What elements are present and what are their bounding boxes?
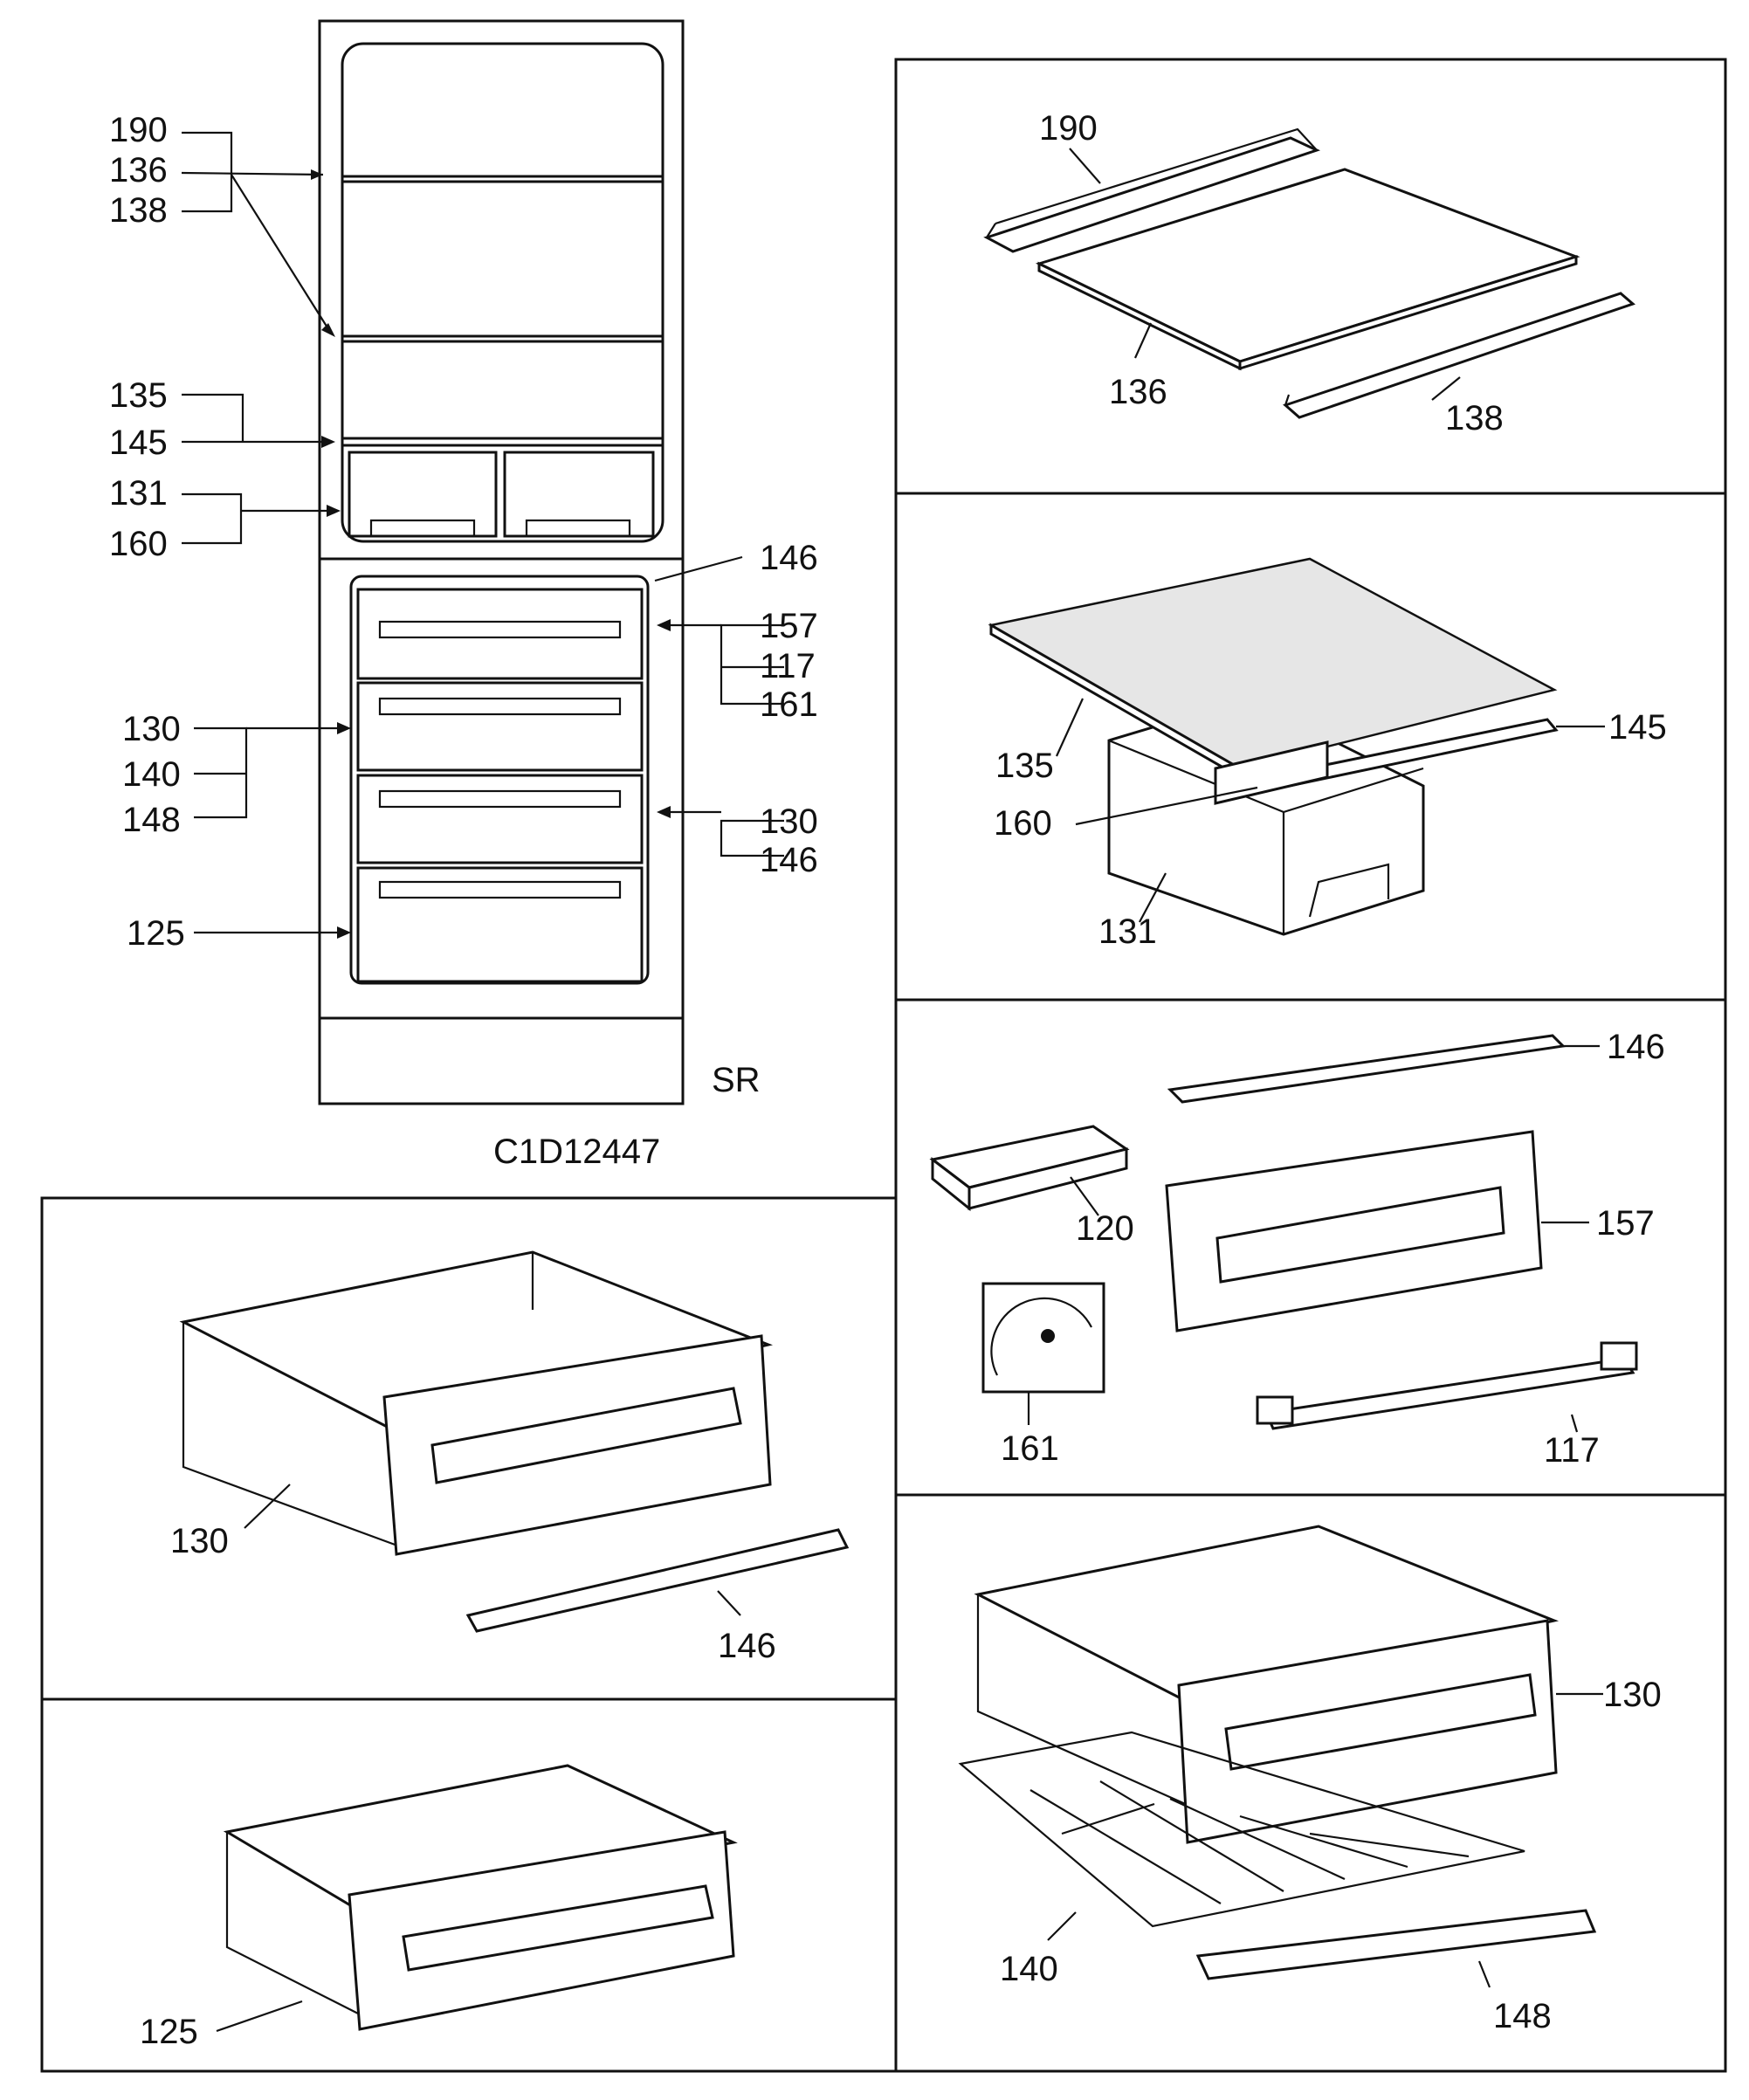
label-131: 131 bbox=[1098, 912, 1157, 951]
label-148: 148 bbox=[1493, 1997, 1552, 2035]
label-117: 117 bbox=[1544, 1431, 1600, 1470]
panel-drawer-125: 125 bbox=[140, 1764, 738, 2051]
label-140: 140 bbox=[122, 755, 181, 794]
label-135: 135 bbox=[109, 376, 168, 415]
label-161: 161 bbox=[760, 685, 818, 724]
mark-sr: SR bbox=[712, 1061, 761, 1099]
label-130: 130 bbox=[170, 1522, 229, 1560]
panel-drawer-grid: 130 140 148 bbox=[958, 1525, 1662, 2035]
label-161: 161 bbox=[1001, 1429, 1059, 1468]
label-160: 160 bbox=[109, 525, 168, 563]
label-146: 146 bbox=[760, 841, 818, 879]
label-120: 120 bbox=[1076, 1209, 1134, 1248]
label-140: 140 bbox=[1000, 1950, 1058, 1988]
label-146: 146 bbox=[760, 539, 818, 577]
label-148: 148 bbox=[122, 801, 181, 839]
label-130: 130 bbox=[122, 710, 181, 748]
label-117: 117 bbox=[760, 647, 816, 685]
label-138: 138 bbox=[1445, 399, 1504, 437]
label-157: 157 bbox=[1596, 1204, 1655, 1243]
label-136: 136 bbox=[109, 151, 168, 189]
label-146: 146 bbox=[1607, 1028, 1665, 1066]
label-157: 157 bbox=[760, 607, 818, 645]
label-160: 160 bbox=[994, 804, 1052, 843]
label-131: 131 bbox=[109, 474, 168, 513]
label-146: 146 bbox=[718, 1627, 776, 1665]
label-138: 138 bbox=[109, 191, 168, 230]
panel-front-accessories: 146 120 157 161 117 bbox=[929, 1028, 1665, 1470]
label-190: 190 bbox=[1039, 109, 1098, 148]
label-130: 130 bbox=[1603, 1676, 1662, 1714]
panel-frames bbox=[40, 58, 1727, 2073]
panel-shelf-trims: 190 136 138 bbox=[983, 109, 1635, 437]
diagram-code: C1D12447 bbox=[493, 1133, 660, 1171]
overview-leaders bbox=[181, 131, 784, 939]
label-145: 145 bbox=[1608, 708, 1667, 747]
cabinet-overview bbox=[318, 19, 685, 1105]
label-136: 136 bbox=[1109, 373, 1167, 411]
label-130: 130 bbox=[760, 802, 818, 841]
label-145: 145 bbox=[109, 423, 168, 462]
label-125: 125 bbox=[140, 2013, 198, 2051]
label-125: 125 bbox=[127, 914, 185, 953]
panel-drawer-130: 130 146 bbox=[170, 1250, 850, 1665]
label-135: 135 bbox=[995, 747, 1054, 785]
label-190: 190 bbox=[109, 111, 168, 149]
overview-labels: 190 136 138 135 145 131 160 146 157 117 … bbox=[109, 111, 818, 1171]
panel-box-shelf: 135 145 160 131 bbox=[988, 557, 1667, 951]
